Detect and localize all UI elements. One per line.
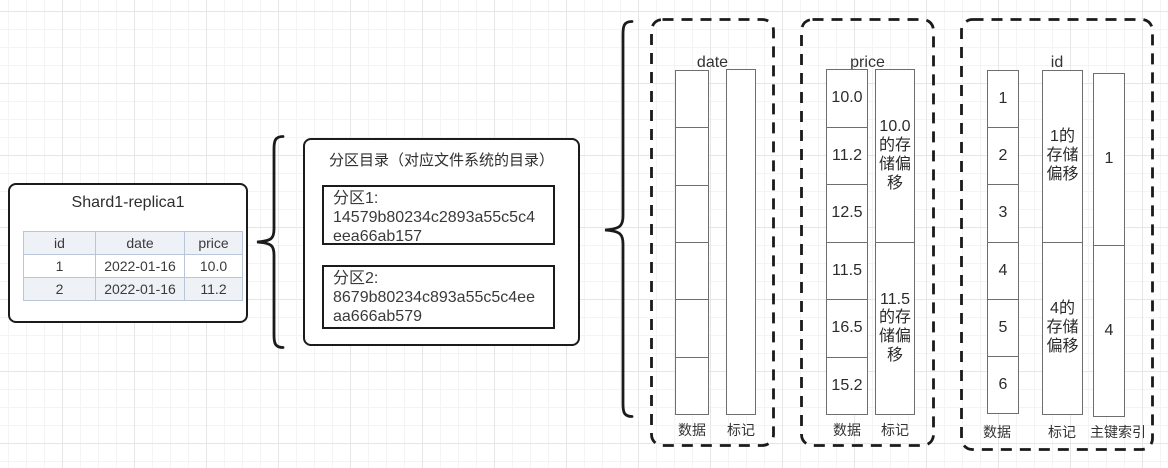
partition-1-label: 分区1:: [333, 190, 379, 207]
mark-label: 标记: [881, 422, 909, 438]
price-data-cell: 15.2: [831, 376, 863, 394]
primary-index-label: 主键索引: [1090, 424, 1146, 440]
right-curly-brace: [604, 20, 634, 418]
column-file-title: price: [850, 54, 885, 71]
price-data-cell: 10.0: [827, 70, 867, 128]
id-index-cell: 1: [1094, 74, 1124, 246]
date-data-cell: [676, 300, 708, 358]
table-header-cell: id: [23, 231, 96, 255]
data-label: 数据: [983, 424, 1011, 440]
id-data-cell: 4: [988, 243, 1018, 300]
partition-directory-title: 分区目录（对应文件系统的目录）: [328, 152, 554, 169]
price-data-cell: 16.5: [827, 300, 867, 358]
date-mark-column: [726, 69, 756, 415]
table-cell: 2022-01-16: [95, 254, 185, 278]
date-data-cell: [676, 128, 708, 186]
partition-1-hash: 14579b80234c2893a55c5c4eea66ab157: [333, 208, 535, 245]
dashed-border: [650, 18, 775, 447]
partition-directory-box: 分区目录（对应文件系统的目录） 分区1: 14579b80234c2893a55…: [303, 138, 580, 346]
table-header-cell: price: [184, 231, 243, 255]
date-data-cell: [676, 71, 708, 129]
id-data-cell: 5: [988, 300, 1018, 357]
date-data-cell: [676, 186, 708, 243]
date-data-cell: [676, 358, 708, 414]
partition-2-label: 分区2:: [333, 270, 379, 287]
id-mark-column: 1的存储偏移 4的存储偏移: [1042, 70, 1083, 415]
table-cell: 1: [23, 254, 96, 278]
id-data-cell: 1: [988, 71, 1018, 129]
price-mark-column: 10.0的存储偏移 11.5的存储偏移: [875, 69, 915, 415]
id-data-cell: 2: [988, 128, 1018, 186]
column-file-title: id: [1050, 54, 1064, 71]
date-data-column: [675, 70, 709, 415]
table-cell: 10.0: [184, 254, 243, 278]
data-label: 数据: [833, 422, 861, 438]
data-label: 数据: [678, 422, 706, 438]
price-data-cell: 11.2: [827, 128, 867, 185]
price-data-cell: 12.5: [827, 185, 867, 243]
column-file-date: date 数据 标记: [650, 18, 775, 447]
id-mark-cell: 4的存储偏移: [1046, 300, 1079, 355]
shard-replica-title: Shard1-replica1: [71, 194, 185, 211]
column-file-title: date: [696, 54, 729, 71]
price-data-cell: 11.5: [827, 243, 867, 300]
partition-1-box: 分区1: 14579b80234c2893a55c5c4eea66ab157: [322, 185, 555, 245]
partition-2-hash: 8679b80234c893a55c5c4eeaa666ab579: [333, 288, 535, 325]
table-header-cell: date: [95, 231, 185, 255]
mark-label: 标记: [727, 422, 755, 438]
date-data-cell: [676, 243, 708, 301]
id-mark-cell: 1的存储偏移: [1043, 71, 1082, 243]
mark-label: 标记: [1048, 424, 1076, 440]
table-cell: 2: [23, 277, 96, 301]
id-index-cell: 4: [1104, 321, 1114, 339]
date-mark-cell: [727, 70, 755, 414]
table-cell: 11.2: [184, 277, 243, 301]
dashed-border: [960, 18, 1154, 451]
id-data-cell: 3: [988, 185, 1018, 243]
price-mark-cell: 11.5的存储偏移: [878, 290, 911, 365]
table-cell: 2022-01-16: [95, 277, 185, 301]
partition-2-box: 分区2: 8679b80234c893a55c5c4eeaa666ab579: [322, 265, 555, 329]
price-mark-cell: 10.0的存储偏移: [876, 70, 914, 243]
dashed-border: [800, 18, 935, 447]
left-curly-brace: [256, 135, 285, 349]
id-data-cell: 6: [998, 375, 1008, 393]
